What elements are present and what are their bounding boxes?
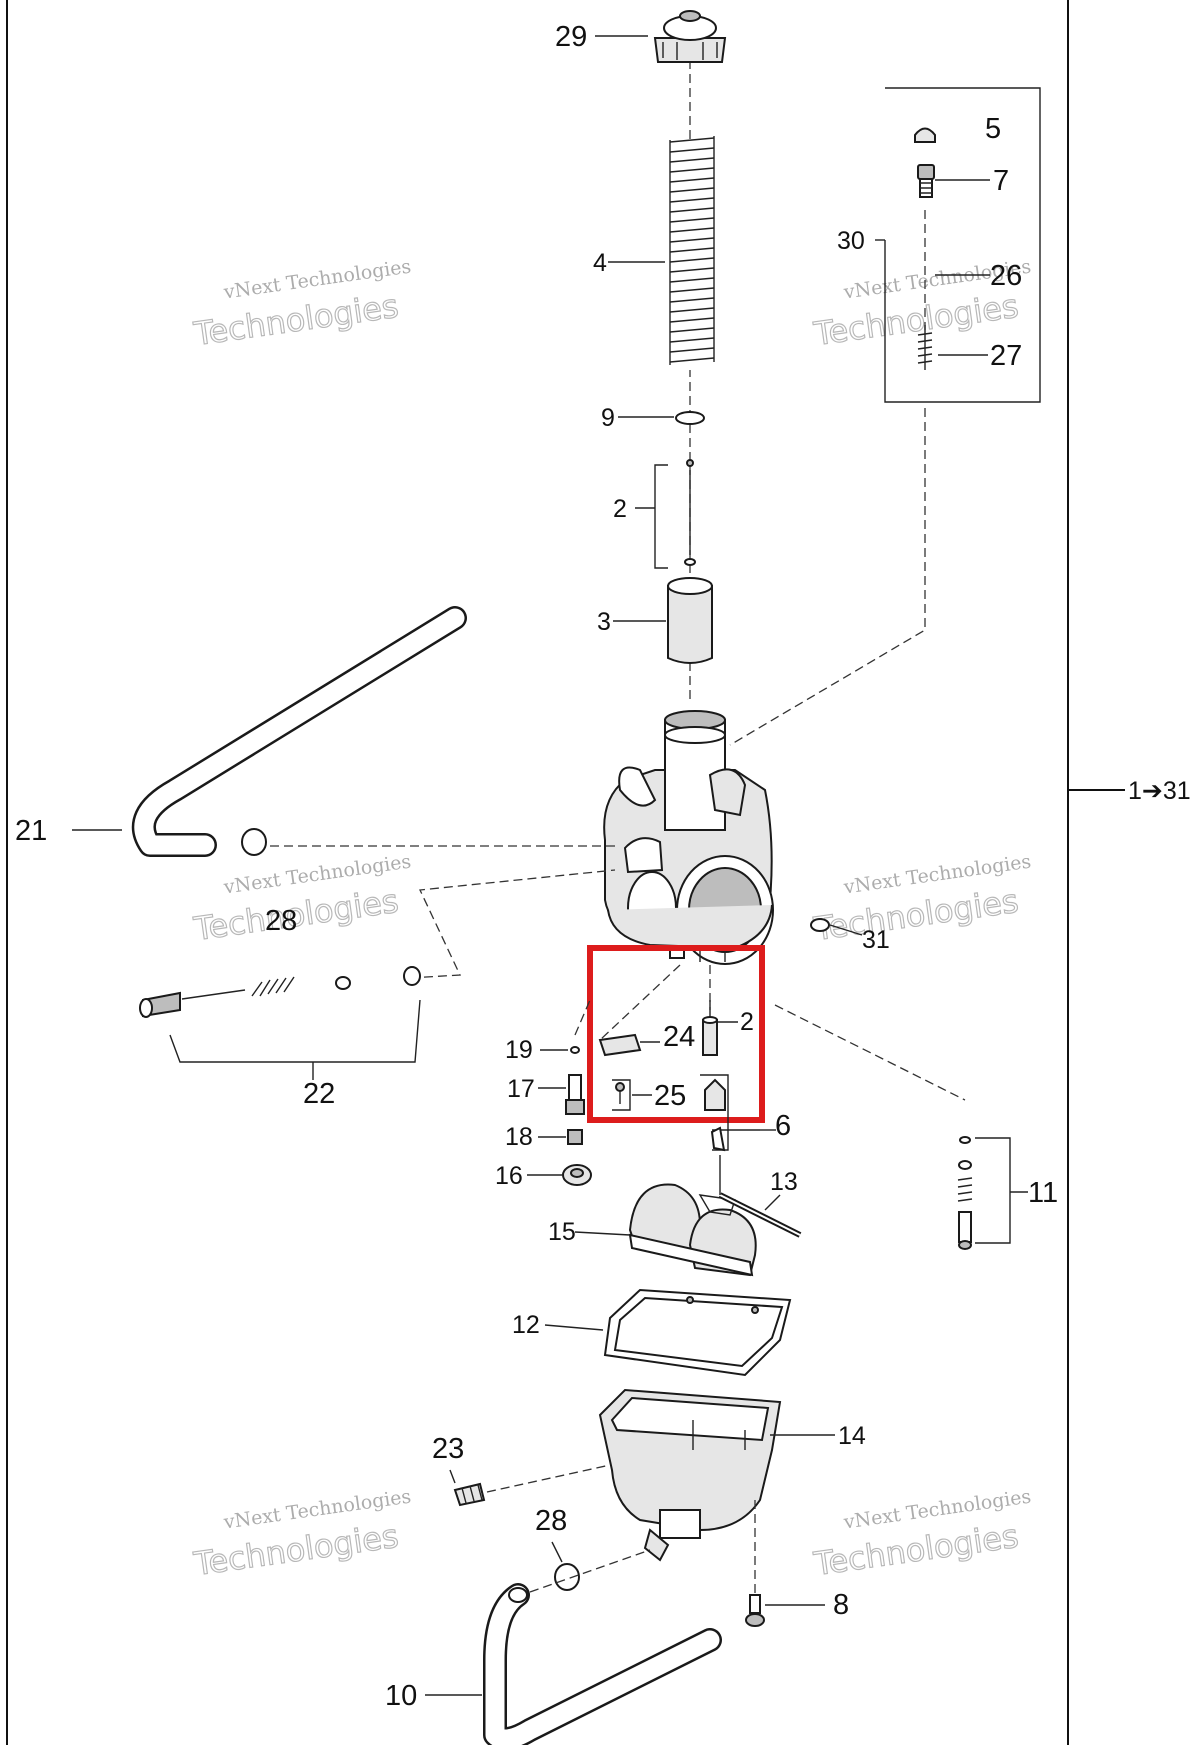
part-clip-28a [241, 828, 267, 856]
callout-23: 23 [432, 1433, 464, 1465]
part-screw-8 [745, 1594, 765, 1627]
callout-19: 19 [505, 1036, 533, 1064]
watermark: vNext Technologies Technologies [810, 851, 1032, 949]
callout-13: 13 [770, 1168, 798, 1196]
callout-4: 4 [593, 249, 607, 277]
bracket-6 [700, 1074, 760, 1131]
part-float-needle-seat-16 [562, 1164, 592, 1186]
part-clip-9 [675, 411, 705, 425]
group-box-30 [884, 87, 1041, 403]
part-nut-18 [567, 1129, 583, 1145]
part-cap-29 [653, 10, 727, 63]
svg-text:Technologies: Technologies [191, 1517, 401, 1583]
part-plate-24 [598, 1033, 642, 1057]
callout-15: 15 [548, 1218, 576, 1246]
part-oring-31 [810, 918, 830, 932]
part-needle-2 [684, 459, 696, 566]
bracket-11 [975, 1137, 1011, 1244]
callout-17: 17 [507, 1075, 535, 1103]
part-jet-20 [702, 1000, 718, 1056]
callout-25: 25 [654, 1080, 686, 1112]
callout-27: 27 [990, 340, 1022, 372]
leader-31 [829, 924, 863, 936]
part-screw-7 [917, 164, 935, 198]
callout-12: 12 [512, 1311, 540, 1339]
watermark: vNext Technologies Technologies [190, 256, 412, 354]
callout-28-lower: 28 [535, 1505, 567, 1537]
dashed-idle-axis [574, 999, 591, 1036]
part-slide-3 [667, 577, 713, 664]
dashed-30-to-body [729, 408, 926, 746]
callout-8: 8 [833, 1589, 849, 1621]
callout-2: 2 [613, 495, 627, 523]
part-pin-6b [710, 1126, 726, 1152]
part-clip-28b [554, 1563, 580, 1591]
part-pilot-screw [139, 966, 421, 1018]
part-screw-25 [615, 1082, 625, 1104]
bracket-2 [654, 464, 668, 569]
leader-12 [544, 1324, 604, 1331]
svg-text:Technologies: Technologies [811, 1517, 1021, 1583]
callout-31: 31 [862, 926, 890, 954]
callout-9: 9 [601, 404, 615, 432]
part-carburetor-body [603, 710, 774, 965]
part-pin-13-hl [719, 1194, 801, 1236]
callout-24: 24 [663, 1021, 695, 1053]
bracket-25 [612, 1079, 631, 1111]
watermark: vNext Technologies Technologies [810, 1486, 1032, 1584]
leader-23 [449, 1469, 456, 1484]
dashed-pilot-to-body [409, 869, 616, 979]
svg-text:Technologies: Technologies [811, 882, 1021, 948]
part-hose-end-10 [508, 1587, 528, 1603]
leader-28b [551, 1541, 563, 1563]
part-cap-5 [914, 127, 936, 143]
part-float-bowl-14 [598, 1388, 782, 1562]
dashed-jet-axis [599, 964, 711, 1041]
highlight-box [587, 945, 765, 1123]
part-washer-19 [570, 1046, 580, 1054]
callout-20: 2 [740, 1008, 754, 1036]
callout-29: 29 [555, 21, 587, 53]
part-spring-4 [669, 136, 715, 370]
leader-15 [574, 1231, 631, 1236]
part-tube-17 [565, 1074, 585, 1115]
watermark: vNext Technologies Technologies [190, 851, 412, 949]
callout-18: 18 [505, 1123, 533, 1151]
svg-text:Technologies: Technologies [191, 287, 401, 353]
callout-6: 6 [775, 1110, 791, 1142]
watermark: vNext Technologies Technologies [190, 1486, 412, 1584]
callout-10: 10 [385, 1680, 417, 1712]
callout-3: 3 [597, 608, 611, 636]
callout-14: 14 [838, 1422, 866, 1450]
part-jet-6 [704, 1078, 726, 1111]
callout-26: 26 [990, 260, 1022, 292]
bracket-22 [169, 999, 421, 1063]
callout-30: 30 [837, 227, 865, 255]
range-label: 1➔31 [1128, 777, 1191, 805]
callout-28-upper: 28 [265, 905, 297, 937]
callout-21: 21 [15, 815, 47, 847]
part-spring-27 [917, 325, 933, 370]
part-gasket-12 [603, 1288, 792, 1377]
part-screw-set-11 [957, 1136, 973, 1250]
callout-11: 11 [1028, 1177, 1058, 1209]
part-hose-10 [483, 1583, 722, 1745]
part-screw-23 [453, 1482, 486, 1507]
part-float-15 [628, 1183, 757, 1277]
dashed-10-to-bowl [529, 1549, 651, 1593]
callout-7: 7 [993, 165, 1009, 197]
dashed-23-to-bowl [486, 1464, 611, 1493]
leader-13 [764, 1194, 781, 1211]
callout-22: 22 [303, 1078, 335, 1110]
dashed-11-to-body [774, 1004, 966, 1101]
callout-16: 16 [495, 1162, 523, 1190]
callout-5: 5 [985, 113, 1001, 145]
